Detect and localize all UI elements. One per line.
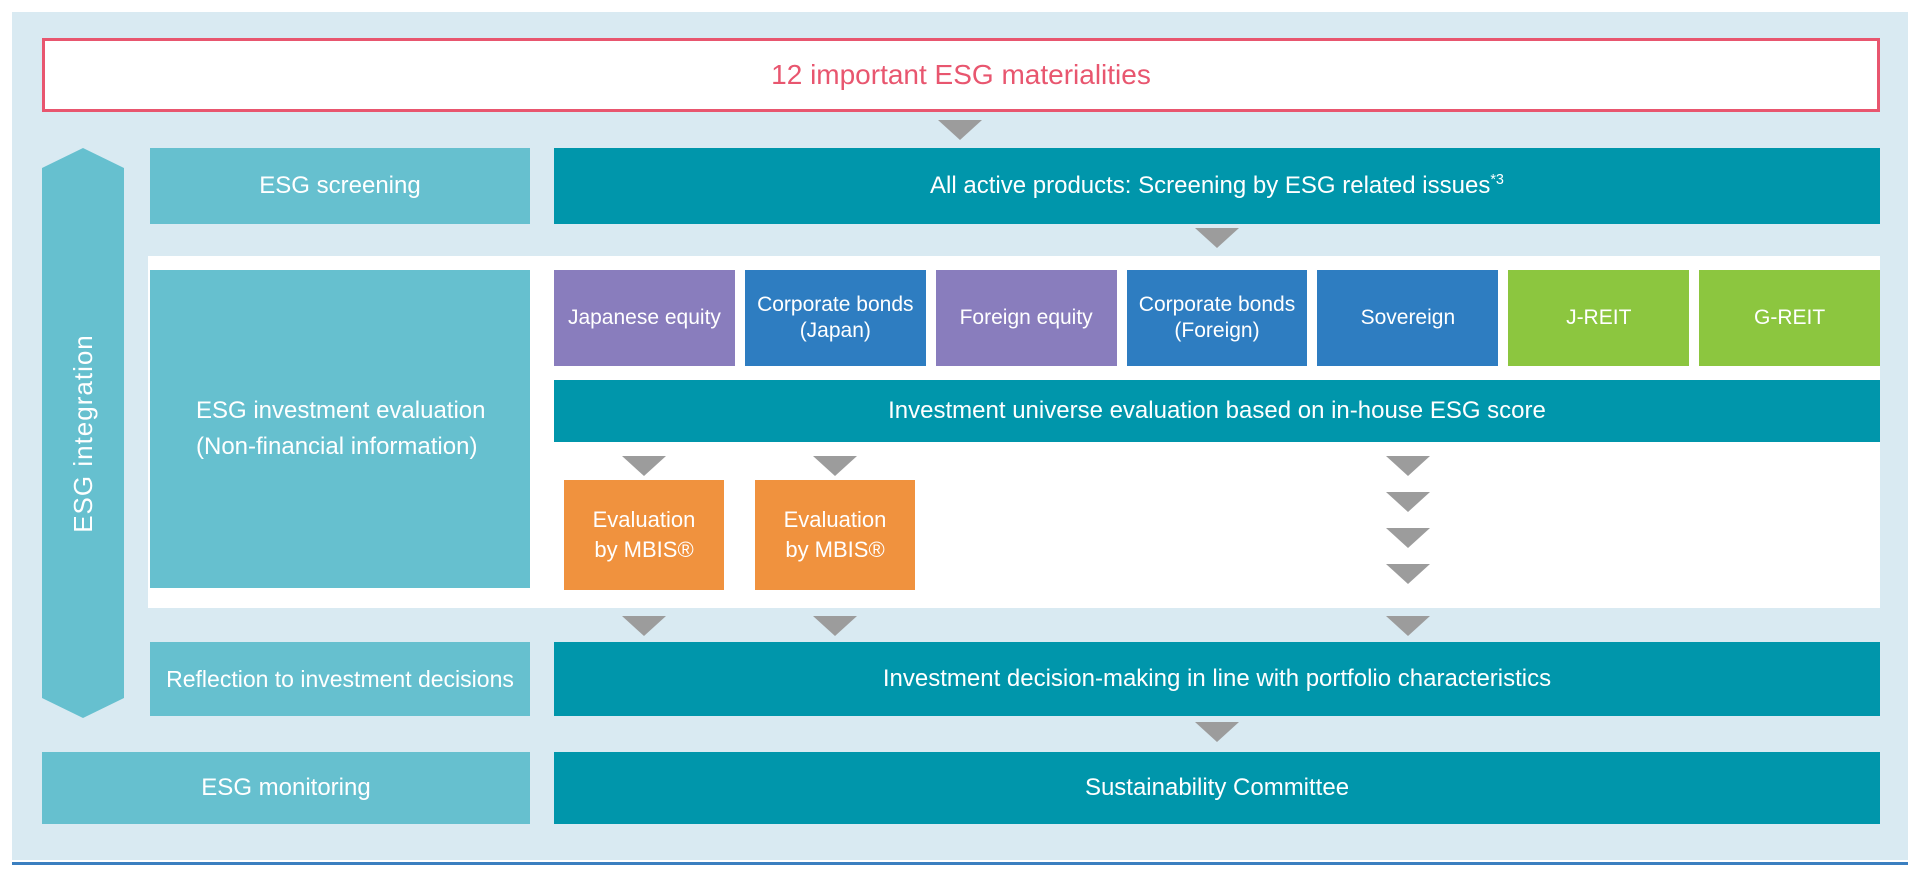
mbis-box-line2: by MBIS® bbox=[785, 537, 885, 562]
product-box-sovereign: Sovereign bbox=[1317, 270, 1499, 366]
product-box-g-reit: G-REIT bbox=[1699, 270, 1881, 366]
product-label: Sovereign bbox=[1360, 305, 1456, 329]
esg-integration-banner: ESG integration bbox=[42, 148, 124, 718]
product-box-j-reit: J-REIT bbox=[1508, 270, 1690, 366]
product-label: Corporate bonds (Foreign) bbox=[1138, 292, 1296, 342]
esg-screening-bar-text: All active products: Screening by ESG re… bbox=[930, 172, 1504, 200]
footer-rule bbox=[12, 862, 1908, 865]
product-box-corporate-bonds-foreign: Corporate bonds (Foreign) bbox=[1126, 270, 1308, 366]
product-label: Japanese equity bbox=[567, 305, 721, 329]
mbis-evaluation-box: Evaluation by MBIS® bbox=[755, 480, 915, 590]
mbis-evaluation-box: Evaluation by MBIS® bbox=[564, 480, 724, 590]
esg-screening-label-text: ESG screening bbox=[259, 172, 421, 199]
esg-screening-bar-footnote: *3 bbox=[1490, 172, 1504, 188]
product-box-foreign-equity: Foreign equity bbox=[935, 270, 1117, 366]
product-box-corporate-bonds-japan: Corporate bonds (Japan) bbox=[744, 270, 926, 366]
reflection-label: Reflection to investment decisions bbox=[150, 642, 530, 716]
down-arrow-icon bbox=[1386, 616, 1430, 636]
down-arrow-icon bbox=[1195, 722, 1239, 742]
materialities-title: 12 important ESG materialities bbox=[771, 59, 1151, 90]
investment-universe-bar: Investment universe evaluation based on … bbox=[554, 380, 1880, 442]
product-label: G-REIT bbox=[1754, 305, 1826, 329]
evaluation-label-line1: ESG investment evaluation bbox=[196, 397, 486, 424]
down-arrow-icon bbox=[622, 616, 666, 636]
esg-monitoring-label-text: ESG monitoring bbox=[201, 774, 371, 801]
mbis-box-line2: by MBIS® bbox=[594, 537, 694, 562]
down-arrow-icon bbox=[1386, 528, 1430, 548]
down-arrow-icon bbox=[1386, 456, 1430, 476]
product-label: Corporate bonds (Japan) bbox=[757, 292, 914, 342]
product-row: Japanese equity Corporate bonds (Japan) … bbox=[554, 270, 1881, 366]
down-arrow-icon bbox=[1195, 228, 1239, 248]
investment-universe-bar-text: Investment universe evaluation based on … bbox=[888, 397, 1546, 424]
esg-screening-bar: All active products: Screening by ESG re… bbox=[554, 148, 1880, 224]
down-arrow-icon bbox=[1386, 564, 1430, 584]
product-box-japanese-equity: Japanese equity bbox=[554, 270, 735, 366]
reflection-label-text: Reflection to investment decisions bbox=[166, 665, 514, 692]
materialities-header: 12 important ESG materialities bbox=[42, 38, 1880, 112]
investment-decision-bar-text: Investment decision-making in line with … bbox=[882, 665, 1552, 692]
down-arrow-icon bbox=[813, 456, 857, 476]
esg-integration-label: ESG integration bbox=[67, 333, 98, 533]
evaluation-label-line2: (Non-financial information) bbox=[196, 433, 478, 460]
esg-screening-bar-main: All active products: Screening by ESG re… bbox=[930, 172, 1491, 199]
mbis-box-line1: Evaluation bbox=[592, 507, 696, 533]
down-arrow-icon bbox=[622, 456, 666, 476]
mbis-box-line1: Evaluation bbox=[783, 507, 887, 533]
esg-screening-label: ESG screening bbox=[150, 148, 530, 224]
down-arrow-icon bbox=[938, 120, 982, 140]
down-arrow-icon bbox=[1386, 492, 1430, 512]
product-label: Foreign equity bbox=[959, 305, 1093, 329]
esg-monitoring-label: ESG monitoring bbox=[42, 752, 530, 824]
sustainability-committee-bar-text: Sustainability Committee bbox=[1084, 774, 1350, 801]
down-arrow-icon bbox=[813, 616, 857, 636]
product-label: J-REIT bbox=[1566, 305, 1632, 329]
esg-investment-evaluation-label: ESG investment evaluation (Non-financial… bbox=[150, 270, 530, 588]
investment-decision-bar: Investment decision-making in line with … bbox=[554, 642, 1880, 716]
sustainability-committee-bar: Sustainability Committee bbox=[554, 752, 1880, 824]
